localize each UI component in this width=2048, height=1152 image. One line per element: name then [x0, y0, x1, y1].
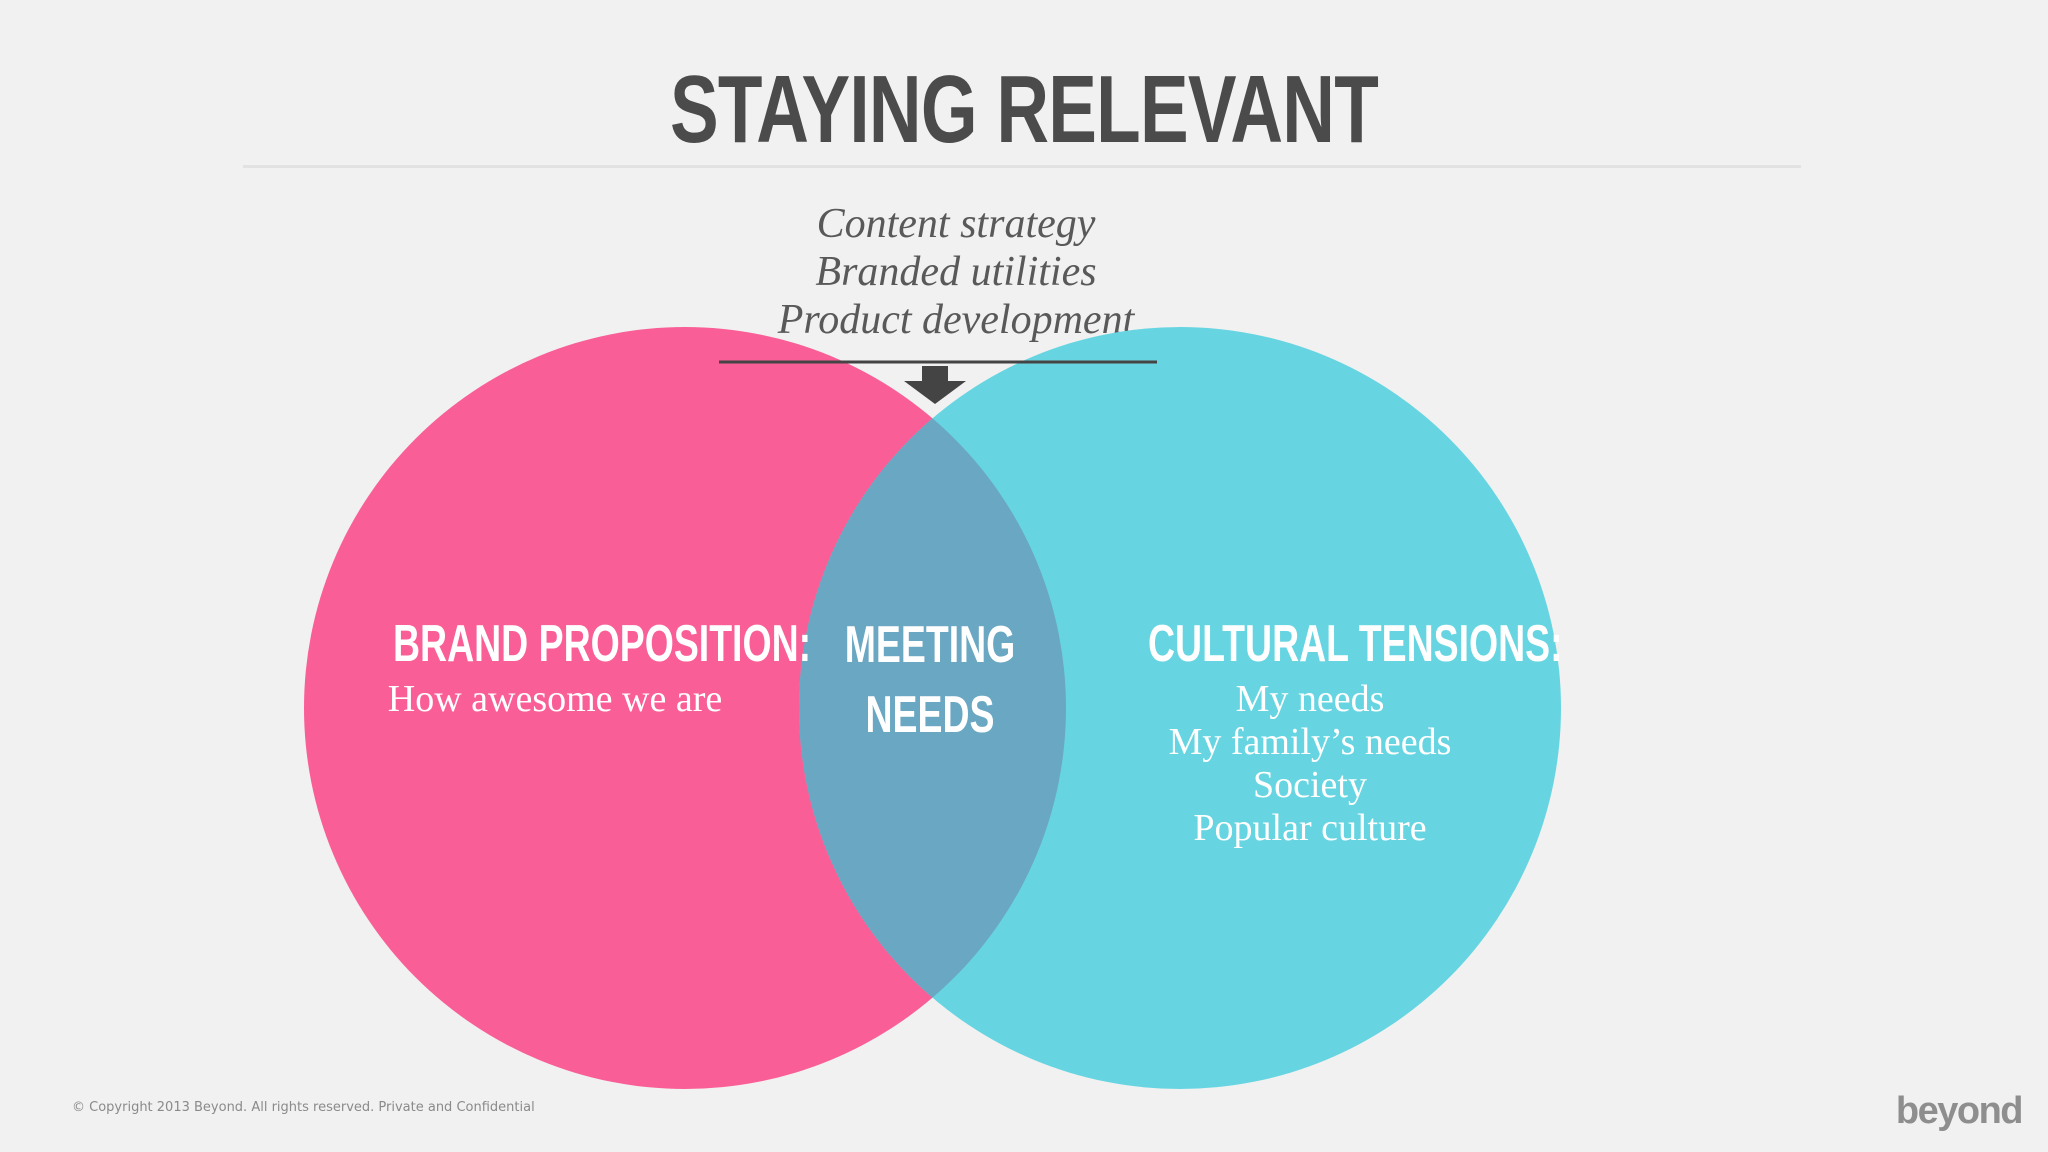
cultural-tension-item: My family’s needs — [1168, 721, 1452, 763]
meeting-needs-label: MEETING NEEDS — [805, 610, 1055, 750]
cultural-tension-item: Society — [1253, 764, 1367, 806]
brand-proposition-heading: BRAND PROPOSITION: — [393, 615, 812, 673]
brand-proposition-label: BRAND PROPOSITION: How awesome we are — [330, 610, 812, 721]
initiative-item: Branded utilities — [815, 249, 1097, 295]
cultural-tensions-label: CULTURAL TENSIONS: My needs My family’s … — [1085, 610, 1563, 850]
cultural-tension-item: Popular culture — [1193, 807, 1427, 849]
title-divider — [243, 165, 1801, 168]
slide-title: STAYING RELEVANT — [669, 56, 1379, 163]
beyond-logo: beyond — [1895, 1090, 2024, 1132]
meeting-needs-heading-line: MEETING — [844, 616, 1016, 674]
arrow-down-icon — [719, 360, 1157, 404]
initiative-item: Product development — [777, 297, 1135, 343]
brand-proposition-text: How awesome we are — [387, 678, 723, 720]
cultural-tensions-heading: CULTURAL TENSIONS: — [1148, 615, 1563, 673]
meeting-needs-heading-line: NEEDS — [865, 686, 995, 744]
meeting-needs-overlap — [799, 327, 1066, 1089]
copyright-footer: © Copyright 2013 Beyond. All rights rese… — [72, 1100, 535, 1115]
initiative-item: Content strategy — [816, 201, 1096, 247]
cultural-tension-item: My needs — [1235, 678, 1385, 720]
initiatives-list: Content strategy Branded utilities Produ… — [624, 200, 1288, 344]
